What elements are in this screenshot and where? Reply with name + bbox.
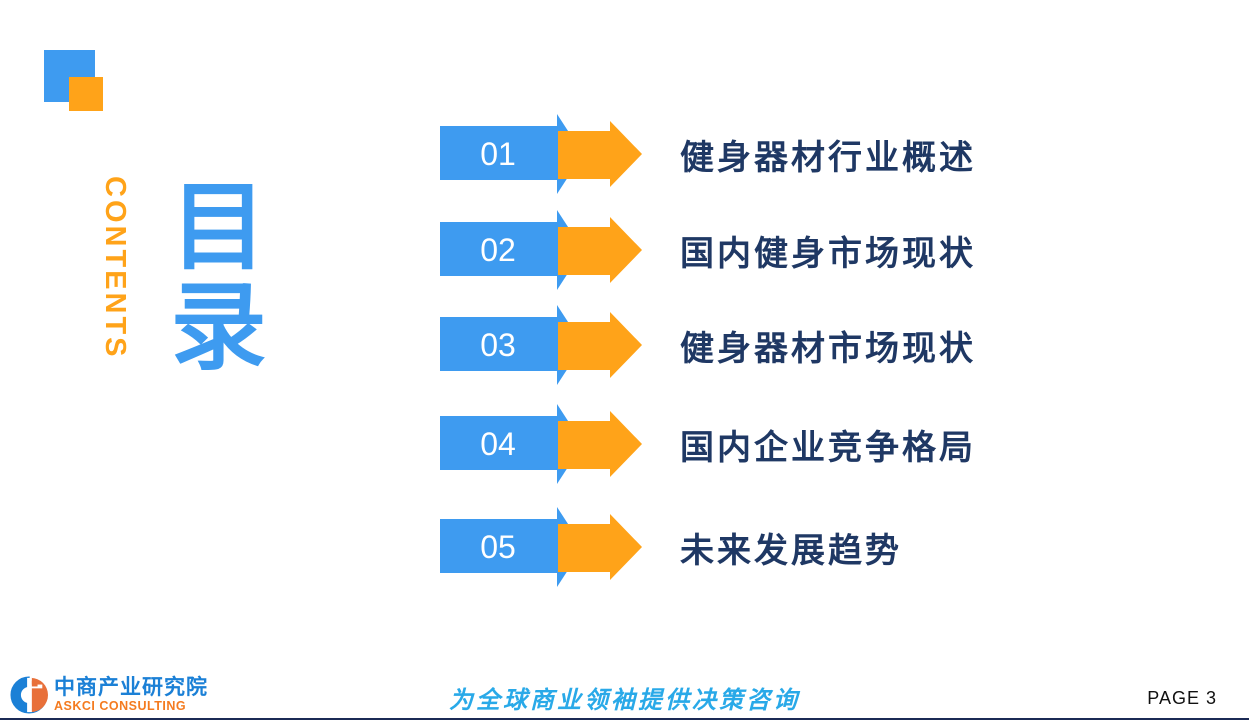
toc-item-number: 05 [480,529,516,565]
toc-item-number: 02 [480,232,516,268]
toc-item-label: 国内健身市场现状 [680,235,976,273]
toc-item-label: 国内企业竞争格局 [680,429,976,467]
toc-item-label: 健身器材市场现状 [680,330,976,368]
accent-square-orange [69,77,103,111]
arrow-icon: 02 [440,210,642,290]
toc-item[interactable]: 01 健身器材行业概述 [440,112,976,196]
toc-item-label: 健身器材行业概述 [680,139,976,177]
toc-item[interactable]: 03 健身器材市场现状 [440,303,976,387]
company-logo: 中商产业研究院 ASKCI CONSULTING [10,676,208,714]
logo-name-en: ASKCI CONSULTING [54,699,187,713]
toc-list: 01 健身器材行业概述 02 国内健身市场现状 03 健身器材市场现状 [440,0,1140,720]
toc-item[interactable]: 04 国内企业竞争格局 [440,402,976,486]
arrow-icon: 05 [440,507,642,587]
askci-logo-icon [10,676,48,714]
page-number: PAGE 3 [1147,688,1217,708]
toc-item-number: 04 [480,426,516,462]
logo-name-cn: 中商产业研究院 [54,676,208,699]
footer-slogan: 为全球商业领袖提供决策咨询 [449,688,800,714]
toc-item[interactable]: 02 国内健身市场现状 [440,208,976,292]
toc-item-label: 未来发展趋势 [680,532,902,570]
arrow-icon: 03 [440,305,642,385]
toc-item[interactable]: 05 未来发展趋势 [440,505,902,589]
contents-title-cn: 目录 [156,176,263,376]
arrow-icon: 01 [440,114,642,194]
arrow-icon: 04 [440,404,642,484]
toc-item-number: 03 [480,327,516,363]
contents-title-en: CONTENTS [99,176,131,360]
toc-item-number: 01 [480,136,516,172]
